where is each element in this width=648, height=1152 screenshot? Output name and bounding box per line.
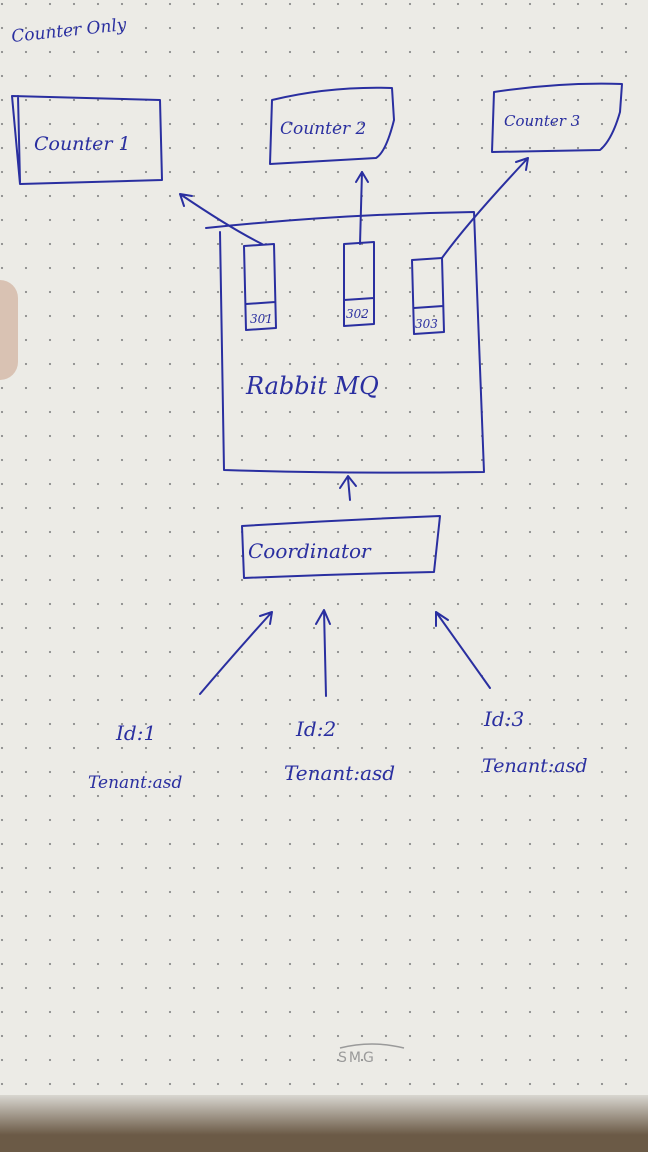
arrow-queue-to-counter-1 <box>179 193 263 245</box>
request-2: Id:2 Tenant:asd <box>284 717 395 785</box>
smg-logo: SMG <box>338 1043 405 1066</box>
counter-label-1: Counter 1 <box>34 133 131 155</box>
arrow-queue-to-counter-3 <box>441 157 529 259</box>
counter-box-2 <box>269 86 395 165</box>
arrow-request-2 <box>315 609 331 697</box>
queue-to-counter-arrows <box>179 157 529 259</box>
queue-label-303: 303 <box>415 317 438 331</box>
smg-logo-text: SMG <box>338 1050 376 1066</box>
request-id-1: Id:1 <box>115 721 156 745</box>
request-tenant-3: Tenant:asd <box>482 755 588 777</box>
arrow-queue-to-counter-2 <box>355 171 369 245</box>
counter-box-1 <box>11 95 163 185</box>
broker-label: Rabbit MQ <box>245 372 379 400</box>
queue-302: 302 <box>343 241 375 327</box>
desk-edge <box>0 1095 648 1152</box>
request-3: Id:3 Tenant:asd <box>482 707 588 777</box>
request-tenant-1: Tenant:asd <box>88 773 183 793</box>
broker-box <box>205 211 485 474</box>
queue-303: 303 <box>411 257 445 335</box>
request-1: Id:1 Tenant:asd <box>88 721 183 793</box>
request-id-2: Id:2 <box>295 717 336 741</box>
counter-node-2: Counter 2 <box>269 86 395 165</box>
counter-label-3: Counter 3 <box>504 112 580 130</box>
header-note: Counter Only <box>10 15 127 47</box>
arrow-request-3 <box>435 611 491 689</box>
coordinator-label: Coordinator <box>248 539 372 563</box>
request-to-coordinator-arrows <box>199 609 491 697</box>
counter-label-2: Counter 2 <box>280 119 366 139</box>
queue-label-302: 302 <box>346 307 369 321</box>
queue-301: 301 <box>243 243 277 331</box>
arrow-coordinator-to-broker <box>339 475 357 501</box>
arrow-request-1 <box>199 611 273 695</box>
coordinator-box <box>241 515 441 579</box>
request-tenant-2: Tenant:asd <box>284 761 395 785</box>
request-id-3: Id:3 <box>483 707 524 731</box>
counter-box-3 <box>491 82 623 153</box>
counter-node-3: Counter 3 <box>491 82 623 153</box>
finger-edge <box>0 280 18 380</box>
queue-label-301: 301 <box>250 312 273 326</box>
coordinator-node: Coordinator <box>241 515 441 579</box>
counter-node-1: Counter 1 <box>11 95 163 185</box>
broker-node: Rabbit MQ 301 302 303 <box>205 211 485 474</box>
